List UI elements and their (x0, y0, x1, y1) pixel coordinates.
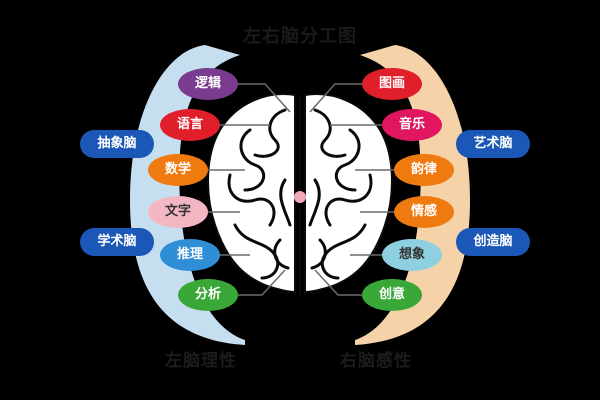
item-rhythm: 韵律 (394, 154, 454, 186)
group-abstract-brain: 抽象脑 (80, 130, 154, 158)
item-imagination: 想象 (382, 239, 442, 271)
item-language: 语言 (160, 109, 220, 141)
item-writing: 文字 (148, 196, 208, 228)
right-panel (355, 45, 470, 345)
center-dot (294, 191, 306, 203)
group-art-brain: 艺术脑 (456, 130, 530, 158)
item-logic: 逻辑 (178, 68, 238, 100)
group-creative-brain: 创造脑 (456, 228, 530, 256)
diagram-title: 左右脑分工图 (243, 26, 357, 47)
group-academic-brain: 学术脑 (80, 228, 154, 256)
item-music: 音乐 (382, 109, 442, 141)
right-caption: 右脑感性 (340, 351, 412, 371)
left-caption: 左脑理性 (165, 351, 237, 371)
item-drawing: 图画 (362, 68, 422, 100)
connectors (206, 83, 394, 296)
left-panel (130, 45, 245, 345)
item-reasoning: 推理 (160, 239, 220, 271)
item-emotion: 情感 (394, 196, 454, 228)
item-math: 数学 (148, 154, 208, 186)
item-analysis: 分析 (178, 279, 238, 311)
brain-left-hemisphere (207, 93, 296, 294)
item-creativity: 创意 (362, 279, 422, 311)
brain-right-hemisphere (304, 93, 393, 294)
brain-folds (227, 108, 373, 280)
